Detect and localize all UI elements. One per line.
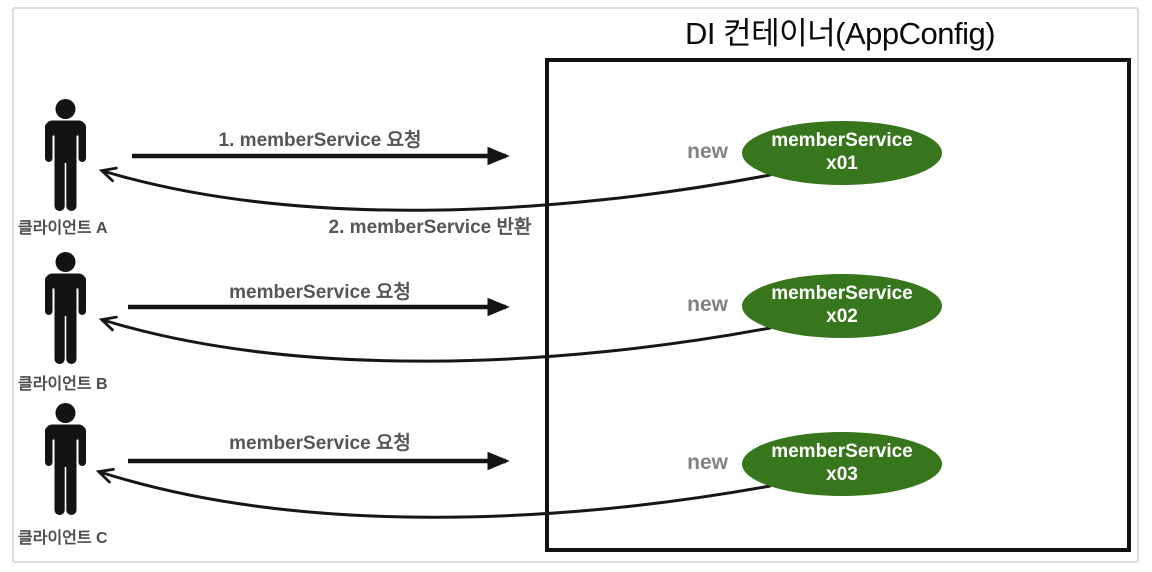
person-icon-client-b xyxy=(45,252,86,364)
di-container-box xyxy=(545,58,1131,552)
person-icon-client-c xyxy=(45,403,86,515)
bean-instance: x01 xyxy=(826,153,858,174)
client-a-label: 클라이언트 A xyxy=(18,220,108,237)
diagram-title: DI 컨테이너(AppConfig) xyxy=(684,16,996,51)
new-label-b: new xyxy=(687,293,728,316)
request-label-c: memberService 요청 xyxy=(229,433,411,454)
bean-instance: x02 xyxy=(826,306,858,327)
return-arrow-b xyxy=(103,320,772,363)
bean-instance: x03 xyxy=(826,464,858,485)
client-b-label: 클라이언트 B xyxy=(18,376,108,393)
return-arrow-a xyxy=(103,171,772,212)
new-label-c: new xyxy=(687,451,728,474)
bean-name: memberService xyxy=(771,130,913,152)
bean-ellipse-x03: memberService x03 xyxy=(742,432,942,496)
outer-frame xyxy=(12,7,1139,563)
bean-ellipse-x01: memberService x01 xyxy=(742,121,942,185)
return-label-a: 2. memberService 반환 xyxy=(328,217,532,238)
request-label-a: 1. memberService 요청 xyxy=(218,130,422,151)
bean-ellipse-x02: memberService x02 xyxy=(742,274,942,338)
person-icon-client-a xyxy=(45,99,86,211)
new-label-a: new xyxy=(687,140,728,163)
return-arrow-c xyxy=(100,472,772,519)
client-c-label: 클라이언트 C xyxy=(18,530,108,547)
bean-name: memberService xyxy=(771,441,913,463)
request-label-b: memberService 요청 xyxy=(229,282,411,303)
bean-name: memberService xyxy=(771,283,913,305)
